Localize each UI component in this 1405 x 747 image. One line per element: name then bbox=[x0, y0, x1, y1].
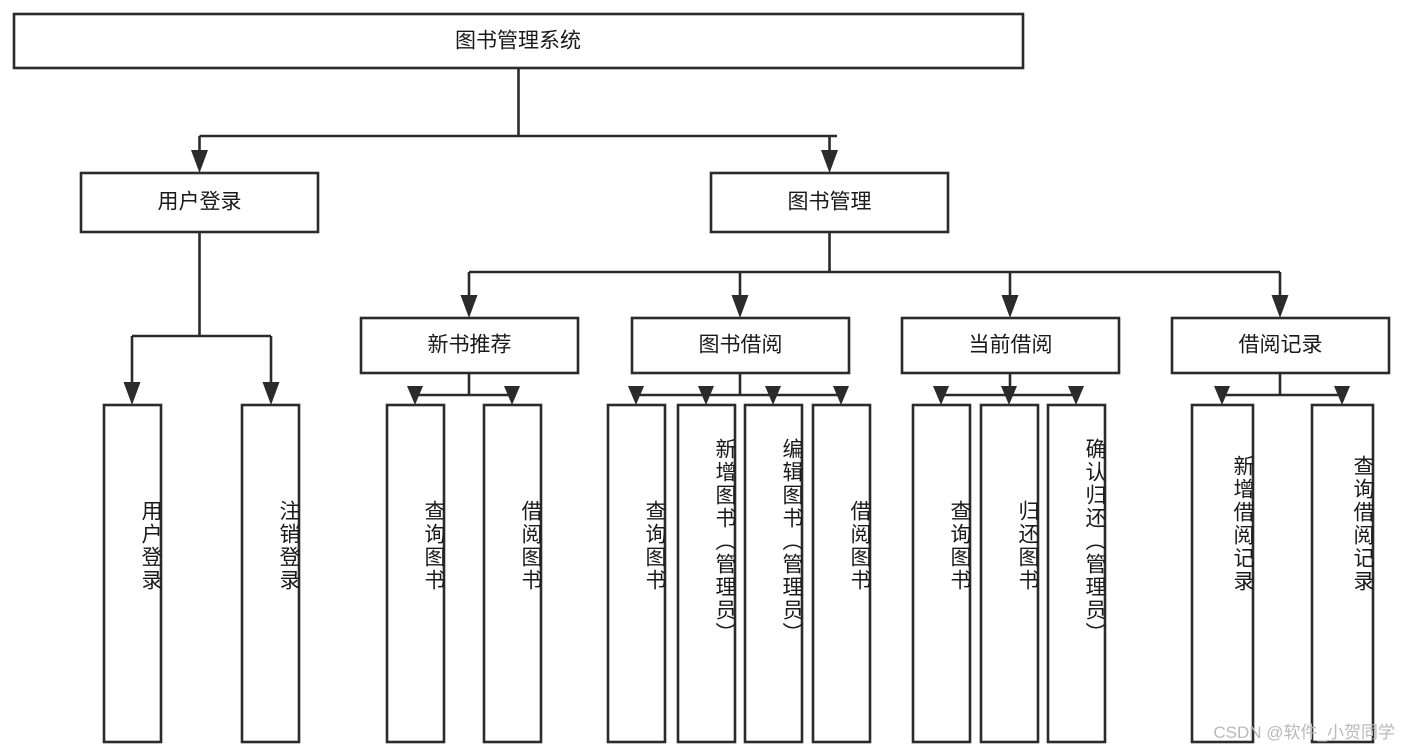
leaf-box[interactable] bbox=[482, 403, 543, 744]
leaf-box[interactable] bbox=[385, 403, 446, 744]
node-new-book-recommend[interactable]: 新书推荐 bbox=[359, 316, 580, 375]
leaf-box[interactable] bbox=[102, 403, 163, 744]
leaf-box[interactable] bbox=[606, 403, 667, 744]
leaf-box[interactable] bbox=[1046, 403, 1107, 744]
leaf-box[interactable] bbox=[1190, 403, 1255, 744]
connector-root-to-level1 bbox=[191, 68, 838, 173]
watermark-text: CSDN @软件_小贺同学 bbox=[1213, 723, 1395, 742]
node-borrow-record[interactable]: 借阅记录 bbox=[1170, 316, 1391, 375]
connector-userlogin-to-leaves bbox=[123, 232, 280, 405]
connector-borrow-to-leaves bbox=[628, 373, 849, 405]
leaf-box[interactable] bbox=[811, 403, 872, 744]
node-book-management-label: 图书管理 bbox=[788, 191, 872, 214]
node-user-login-label: 用户登录 bbox=[158, 191, 242, 214]
leaf-box[interactable] bbox=[911, 403, 972, 744]
node-root[interactable]: 图书管理系统 bbox=[12, 12, 1025, 70]
node-current-borrow-label: 当前借阅 bbox=[969, 334, 1053, 357]
leaf-box[interactable] bbox=[1310, 403, 1375, 744]
node-root-label: 图书管理系统 bbox=[455, 30, 581, 53]
leaf-box[interactable] bbox=[240, 403, 301, 744]
leaf-boxes bbox=[102, 403, 1375, 744]
connector-current-to-leaves bbox=[933, 373, 1084, 405]
connector-bookmgmt-to-level2 bbox=[460, 232, 1289, 318]
node-user-login[interactable]: 用户登录 bbox=[79, 171, 320, 234]
leaf-box[interactable] bbox=[676, 403, 737, 744]
leaf-box[interactable] bbox=[743, 403, 804, 744]
node-book-borrow-label: 图书借阅 bbox=[699, 334, 783, 357]
node-current-borrow[interactable]: 当前借阅 bbox=[900, 316, 1121, 375]
node-new-book-recommend-label: 新书推荐 bbox=[428, 334, 512, 357]
connector-record-to-leaves bbox=[1214, 373, 1350, 405]
node-book-borrow[interactable]: 图书借阅 bbox=[630, 316, 851, 375]
node-borrow-record-label: 借阅记录 bbox=[1239, 334, 1323, 357]
node-book-management[interactable]: 图书管理 bbox=[709, 171, 950, 234]
connector-newbook-to-leaves bbox=[407, 373, 520, 405]
leaf-box[interactable] bbox=[979, 403, 1040, 744]
